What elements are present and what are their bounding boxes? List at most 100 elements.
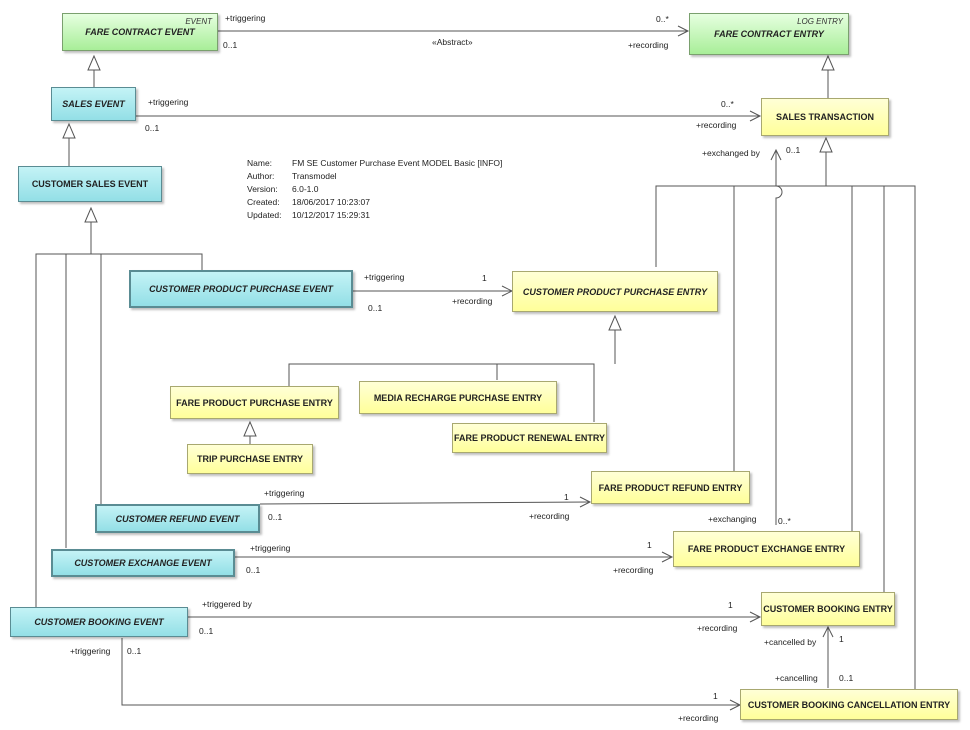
class-sales-transaction[interactable]: SALES TRANSACTION — [761, 98, 889, 136]
class-customer-booking-event[interactable]: CUSTOMER BOOKING EVENT — [10, 607, 188, 637]
gen-triangle — [243, 420, 257, 437]
role-label: +cancelled by — [764, 637, 817, 647]
multiplicity-label: 1 — [728, 600, 733, 610]
assoc-arrow — [822, 625, 834, 638]
class-name: FARE PRODUCT RENEWAL ENTRY — [453, 433, 605, 443]
class-name: FARE CONTRACT ENTRY — [714, 29, 824, 39]
class-customer-booking-entry[interactable]: CUSTOMER BOOKING ENTRY — [761, 592, 895, 626]
gen-branch-st — [655, 152, 916, 690]
stereotype-label: EVENT — [185, 17, 212, 26]
class-customer-product-purchase-entry[interactable]: CUSTOMER PRODUCT PURCHASE ENTRY — [512, 271, 718, 312]
stereotype-label: «Abstract» — [432, 37, 473, 47]
assoc-arrow — [661, 551, 674, 563]
class-customer-refund-event[interactable]: CUSTOMER REFUND EVENT — [95, 504, 260, 533]
gen-triangle — [821, 54, 835, 71]
meta-row-updated: Updated: 10/12/2017 15:29:31 — [247, 209, 502, 222]
assoc-arrow — [749, 611, 762, 623]
class-name: FARE CONTRACT EVENT — [85, 27, 195, 37]
class-fare-product-exchange-entry[interactable]: FARE PRODUCT EXCHANGE ENTRY — [673, 531, 860, 567]
multiplicity-label: 1 — [564, 492, 569, 502]
class-name: CUSTOMER EXCHANGE EVENT — [74, 558, 212, 568]
class-customer-product-purchase-event[interactable]: CUSTOMER PRODUCT PURCHASE EVENT — [129, 270, 353, 308]
multiplicity-label: 0..1 — [268, 512, 283, 522]
multiplicity-label: 0..1 — [246, 565, 261, 575]
role-label: +recording — [628, 40, 669, 50]
multiplicity-label: 0..1 — [223, 40, 238, 50]
role-label: +cancelling — [775, 673, 818, 683]
multiplicity-label: 0..1 — [127, 646, 142, 656]
meta-value: Transmodel — [292, 171, 337, 181]
assoc-arrow — [677, 25, 690, 37]
gen-branch-cppe — [288, 330, 616, 422]
assoc-refund — [259, 501, 591, 505]
class-name: SALES EVENT — [62, 99, 125, 109]
role-label: +recording — [452, 296, 493, 306]
stereotype-label: LOG ENTRY — [797, 17, 843, 26]
meta-value: FM SE Customer Purchase Event MODEL Basi… — [292, 158, 503, 168]
meta-key: Author: — [247, 171, 275, 181]
multiplicity-label: 1 — [647, 540, 652, 550]
class-fare-product-refund-entry[interactable]: FARE PRODUCT REFUND ENTRY — [591, 471, 750, 504]
assoc-exchanged-by — [775, 150, 783, 525]
class-fare-product-purchase-entry[interactable]: FARE PRODUCT PURCHASE ENTRY — [170, 386, 339, 419]
role-label: +triggering — [225, 13, 266, 23]
meta-key: Updated: — [247, 210, 282, 220]
role-label: +triggering — [264, 488, 305, 498]
role-label: +exchanged by — [702, 148, 760, 158]
class-customer-sales-event[interactable]: CUSTOMER SALES EVENT — [18, 166, 162, 202]
role-label: +exchanging — [708, 514, 757, 524]
role-label: +recording — [678, 713, 719, 723]
meta-row-name: Name: FM SE Customer Purchase Event MODEL… — [247, 157, 502, 170]
class-customer-exchange-event[interactable]: CUSTOMER EXCHANGE EVENT — [51, 549, 235, 577]
multiplicity-label: 0..1 — [839, 673, 854, 683]
role-label: +recording — [696, 120, 737, 130]
class-sales-event[interactable]: SALES EVENT — [51, 87, 136, 121]
meta-row-created: Created: 18/06/2017 10:23:07 — [247, 196, 502, 209]
multiplicity-label: 0..* — [778, 516, 791, 526]
class-fare-contract-entry[interactable]: LOG ENTRY FARE CONTRACT ENTRY — [689, 13, 849, 55]
multiplicity-label: 0..1 — [145, 123, 160, 133]
meta-value: 10/12/2017 15:29:31 — [292, 210, 370, 220]
meta-key: Version: — [247, 184, 278, 194]
multiplicity-label: 1 — [482, 273, 487, 283]
gen-triangle — [87, 54, 101, 71]
meta-key: Name: — [247, 158, 273, 168]
gen-triangle — [819, 136, 833, 153]
multiplicity-label: 0..* — [656, 14, 669, 24]
meta-row-version: Version: 6.0-1.0 — [247, 183, 502, 196]
role-label: +triggering — [364, 272, 405, 282]
class-trip-purchase-entry[interactable]: TRIP PURCHASE ENTRY — [187, 444, 313, 474]
class-media-recharge-purchase-entry[interactable]: MEDIA RECHARGE PURCHASE ENTRY — [359, 381, 557, 414]
gen-branch-cse — [35, 222, 203, 608]
assoc-arrow — [579, 496, 592, 508]
assoc-booking-cancel — [121, 638, 740, 706]
meta-value: 18/06/2017 10:23:07 — [292, 197, 370, 207]
class-name: CUSTOMER REFUND EVENT — [115, 513, 240, 524]
class-name: MEDIA RECHARGE PURCHASE ENTRY — [373, 392, 543, 403]
role-label: +recording — [529, 511, 570, 521]
class-customer-booking-cancellation-entry[interactable]: CUSTOMER BOOKING CANCELLATION ENTRY — [740, 689, 958, 720]
class-name: FARE PRODUCT REFUND ENTRY — [598, 482, 743, 493]
class-name: SALES TRANSACTION — [775, 112, 874, 122]
gen-triangle — [84, 206, 98, 223]
multiplicity-label: 1 — [839, 634, 844, 644]
meta-key: Created: — [247, 197, 280, 207]
assoc-arrow — [770, 148, 782, 161]
role-label: +triggered by — [202, 599, 252, 609]
class-name: CUSTOMER BOOKING EVENT — [34, 617, 164, 627]
multiplicity-label: 0..1 — [199, 626, 214, 636]
diagram-metadata: Name: FM SE Customer Purchase Event MODEL… — [247, 157, 502, 222]
meta-value: 6.0-1.0 — [292, 184, 319, 194]
gen-triangle — [608, 314, 622, 331]
role-label: +triggering — [70, 646, 111, 656]
role-label: +triggering — [250, 543, 291, 553]
assoc-arrow — [749, 110, 762, 122]
multiplicity-label: 0..1 — [368, 303, 383, 313]
class-name: CUSTOMER PRODUCT PURCHASE ENTRY — [522, 286, 708, 297]
class-fare-product-renewal-entry[interactable]: FARE PRODUCT RENEWAL ENTRY — [452, 423, 607, 453]
role-label: +recording — [613, 565, 654, 575]
multiplicity-label: 0..1 — [786, 145, 801, 155]
class-fare-contract-event[interactable]: EVENT FARE CONTRACT EVENT — [62, 13, 218, 51]
